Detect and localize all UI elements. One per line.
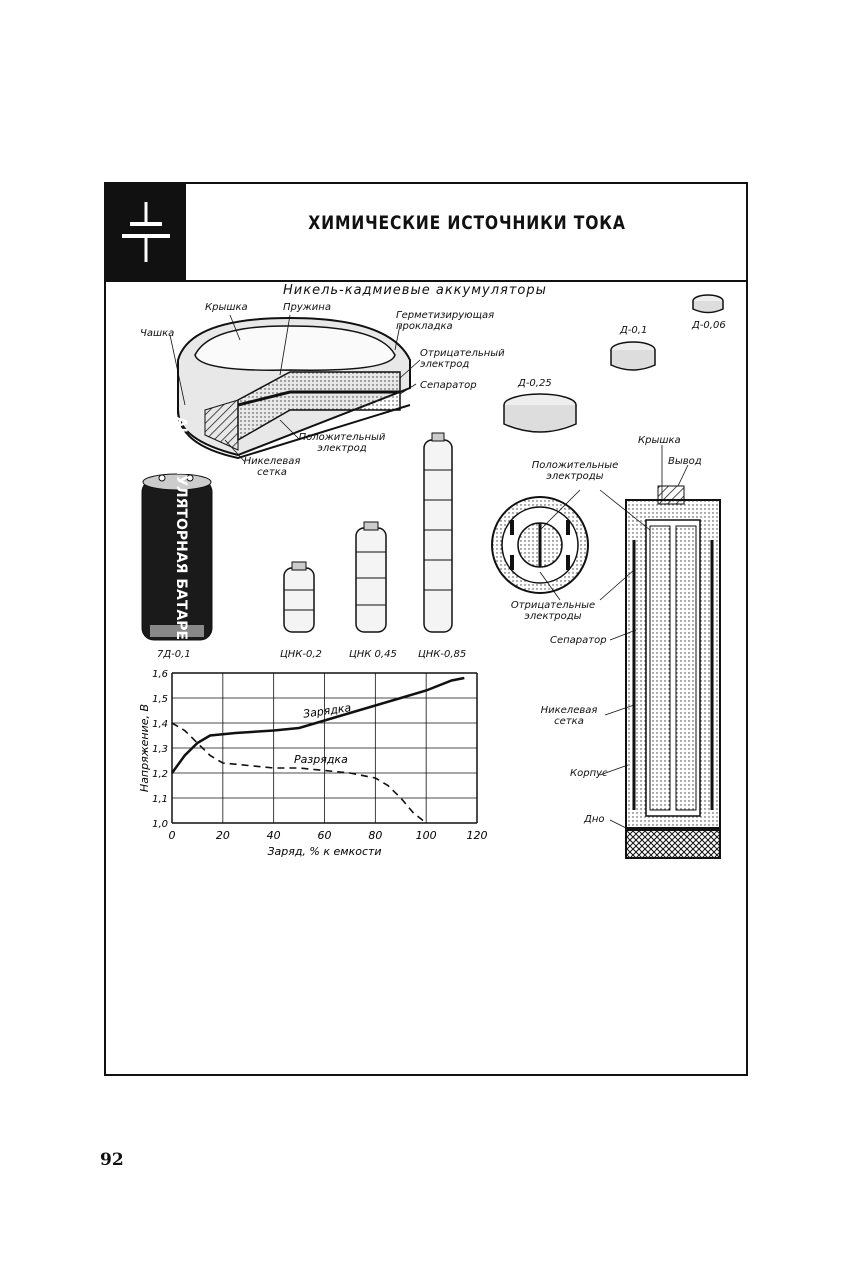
disk-label-lid: Крышка — [205, 302, 248, 313]
button-label-d006: Д-0,06 — [692, 320, 726, 331]
tall-cross-section — [625, 485, 721, 859]
x-tick-label: 60 — [318, 829, 332, 842]
round-cross-section — [491, 496, 589, 594]
x-tick-label: 0 — [169, 829, 176, 842]
x-tick-label: 100 — [416, 829, 437, 842]
button-cell-d01 — [610, 341, 656, 371]
cylinder-cnk045 — [355, 521, 387, 633]
section-title: Никель-кадмиевые аккумуляторы — [283, 283, 547, 298]
battery-7d-illustration: АККУМУЛЯТОРНАЯ БАТАРЕЯ 7Д-01 — [141, 417, 213, 703]
disk-label-positive: Положительный электрод — [298, 432, 386, 454]
y-tick-label: 1,1 — [152, 794, 168, 805]
series-label-discharge: Разрядка — [294, 753, 348, 766]
disk-label-cup: Чашка — [140, 328, 175, 339]
cross-label-body: Корпус — [570, 768, 608, 779]
disk-cell-illustration — [177, 316, 411, 460]
cylinder-label-cnk085: ЦНК-0,85 — [418, 649, 467, 660]
x-axis-label: Заряд, % к емкости — [267, 845, 381, 858]
disk-label-spring: Пружина — [283, 302, 331, 313]
page-title: ХИМИЧЕСКИЕ ИСТОЧНИКИ ТОКА — [308, 212, 626, 234]
cylinder-label-cnk045: ЦНК 0,45 — [349, 649, 397, 660]
cross-label-bottom: Дно — [584, 814, 605, 825]
button-label-d025: Д-0,25 — [518, 378, 552, 389]
series-line-discharge — [171, 722, 427, 824]
x-tick-label: 20 — [216, 829, 230, 842]
cylinder-label-cnk02: ЦНК-0,2 — [280, 649, 322, 660]
cylinder-cnk085 — [423, 432, 453, 633]
leader-lines — [169, 314, 689, 831]
x-tick-label: 80 — [368, 829, 382, 842]
button-cell-d025 — [503, 393, 577, 433]
x-tick-label: 40 — [267, 829, 281, 842]
y-tick-label: 1,6 — [152, 669, 168, 680]
cylinder-label-7d: 7Д-0,1 — [157, 649, 191, 660]
x-tick-label: 120 — [467, 829, 488, 842]
y-tick-label: 1,4 — [152, 719, 168, 730]
cross-label-lid: Крышка — [638, 435, 681, 446]
cross-label-positive: Положительные электроды — [531, 460, 619, 482]
cross-label-negative: Отрицательные электроды — [510, 600, 596, 622]
y-tick-label: 1,3 — [152, 744, 168, 755]
disk-label-negative: Отрицательный электрод — [420, 348, 505, 370]
series-line-charge — [170, 676, 465, 774]
y-tick-label: 1,2 — [152, 769, 168, 780]
y-axis-label: Напряжение, В — [138, 704, 151, 792]
cross-label-terminal: Вывод — [668, 456, 702, 467]
page-number: 92 — [100, 1150, 124, 1170]
disk-label-separator: Сепаратор — [420, 380, 477, 391]
series-label-charge: Зарядка — [302, 701, 352, 721]
cylinder-cnk02 — [283, 561, 315, 633]
page-frame: ХИМИЧЕСКИЕ ИСТОЧНИКИ ТОКА — [104, 182, 748, 1076]
button-label-d01: Д-0,1 — [620, 325, 648, 336]
disk-label-mesh: Никелевая сетка — [243, 456, 301, 478]
y-tick-label: 1,5 — [152, 694, 168, 705]
y-tick-label: 1,0 — [152, 819, 168, 830]
disk-label-seal: Герметизирующая прокладка — [396, 310, 495, 332]
header: ХИМИЧЕСКИЕ ИСТОЧНИКИ ТОКА — [106, 184, 746, 282]
cross-label-mesh: Никелевая сетка — [540, 705, 598, 727]
button-cell-d006 — [692, 294, 724, 314]
cross-label-separator: Сепаратор — [550, 635, 607, 646]
battery-label: АККУМУЛЯТОРНАЯ БАТАРЕЯ 7Д-01 — [173, 417, 189, 703]
battery-symbol-icon — [106, 184, 186, 280]
